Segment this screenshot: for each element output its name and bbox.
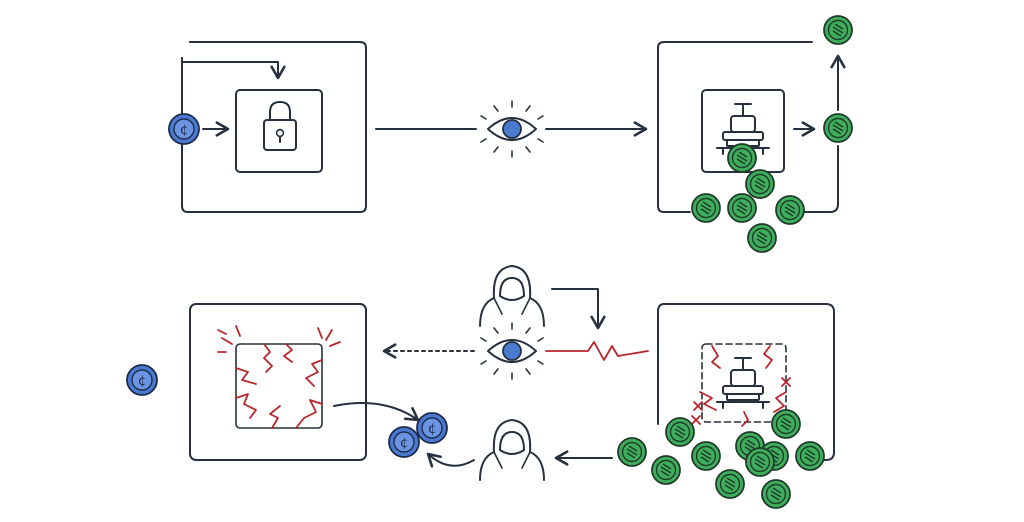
bottom-mint-frame <box>663 303 835 461</box>
top-lock-box <box>235 89 323 173</box>
green-coin-icon <box>775 195 805 225</box>
blue-coin-icon: ¢ <box>126 364 158 396</box>
blue-coin-icon: ¢ <box>388 426 420 458</box>
bottom-mint-group <box>657 303 835 461</box>
coin-symbol: ¢ <box>428 422 436 437</box>
padlock-icon <box>263 101 297 151</box>
green-coin-icon <box>823 15 853 45</box>
green-coin-icon <box>727 193 757 223</box>
bottom-broken-vault-group <box>189 303 420 461</box>
green-coin-icon <box>771 409 801 439</box>
top-mint-frame-right <box>777 145 839 213</box>
blue-coin-icon: ¢ <box>416 412 448 444</box>
top-mint-group <box>657 41 846 213</box>
stolen-coins-arrow <box>333 402 420 422</box>
top-vault-loop-arrow <box>181 57 286 80</box>
minting-press-icon <box>716 357 770 409</box>
green-coin-icon <box>761 479 791 509</box>
eye-icon <box>480 322 544 380</box>
green-coin-icon <box>617 437 647 467</box>
compromised-signal-line <box>545 341 649 361</box>
coin-symbol: ¢ <box>400 436 408 451</box>
green-coin-pile-top <box>691 15 853 253</box>
blue-coin-icon: ¢ <box>168 113 200 145</box>
green-coin-icon <box>795 441 825 471</box>
press-cracks <box>691 345 791 427</box>
eye-icon <box>480 100 544 158</box>
hooded-attacker-icon <box>479 265 545 327</box>
green-coin-icon <box>691 441 721 471</box>
compromised-press-box <box>701 343 787 423</box>
green-coin-icon <box>823 113 853 143</box>
bottom-vault-frame <box>189 303 367 461</box>
stolen-blue-coins: ¢¢ <box>388 412 448 458</box>
blue-coin-icon: ¢ <box>126 364 158 396</box>
green-coin-pile-bottom <box>617 409 825 509</box>
broken-lock-box <box>235 343 323 429</box>
broken-lock-cracks <box>217 325 341 429</box>
top-mint-frame-left <box>657 41 813 213</box>
green-coin-icon <box>691 193 721 223</box>
green-coin-icon <box>745 447 775 477</box>
blue-coin-icon: ¢ <box>168 113 200 145</box>
top-vault-group <box>181 41 367 213</box>
hooded-attacker-icon <box>479 419 545 481</box>
attacker-to-signal-arrow <box>551 288 606 330</box>
coin-symbol: ¢ <box>138 374 146 389</box>
top-vault-outer-frame <box>181 41 367 213</box>
green-coin-icon <box>745 169 775 199</box>
green-coin-icon <box>727 143 757 173</box>
green-coin-icon <box>665 417 695 447</box>
green-coin-icon <box>747 223 777 253</box>
green-coin-icon <box>651 455 681 485</box>
coin-symbol: ¢ <box>180 123 188 138</box>
green-coin-icon <box>715 469 745 499</box>
attacker-takes-coins-arrow <box>426 452 475 468</box>
